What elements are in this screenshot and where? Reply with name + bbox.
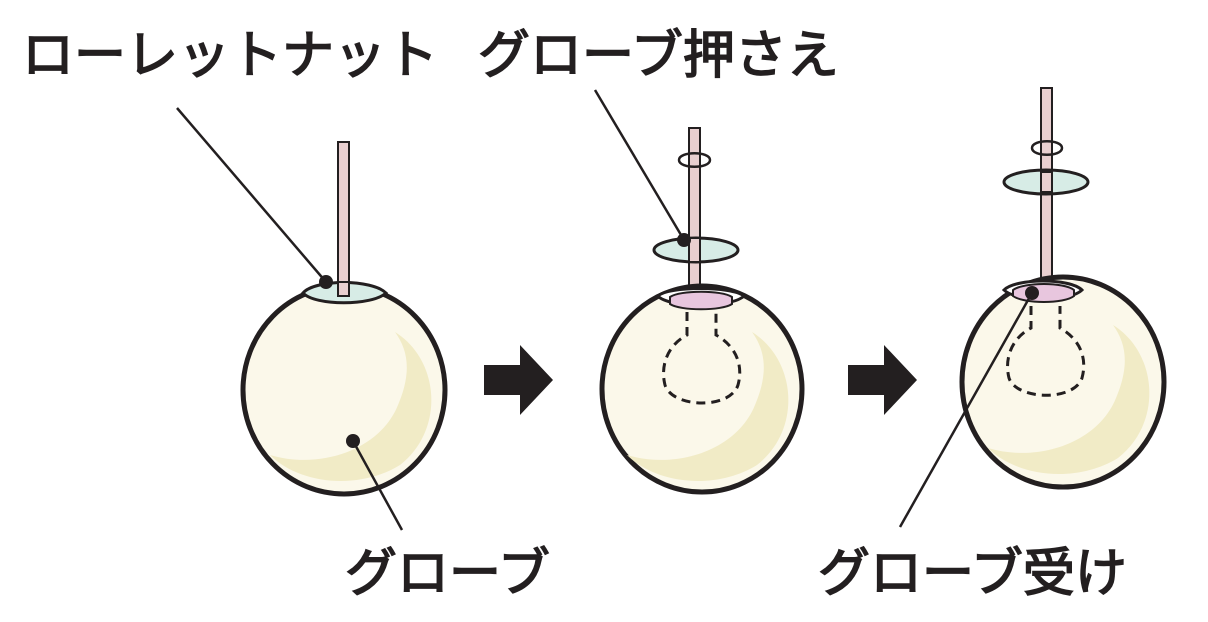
step-1-rod xyxy=(337,141,350,295)
leader-line-globe-holder xyxy=(593,89,686,241)
step-1-globe-shade xyxy=(270,332,432,482)
step-2-holder-loosened xyxy=(599,127,805,495)
step-2-globe-seat xyxy=(669,290,733,311)
step-3-globe-seat xyxy=(1012,283,1075,303)
step-2-globe-shade xyxy=(627,332,789,482)
step-3-bulb-dashed xyxy=(1006,306,1086,397)
arrow-right-icon xyxy=(484,345,553,415)
step-1-assembled xyxy=(240,141,448,497)
label-globe-seat: グローブ受け xyxy=(818,544,1127,604)
leader-line-globe-seat xyxy=(898,292,1034,528)
step-3-seat-exposed xyxy=(959,87,1167,490)
step-2-bulb-dashed xyxy=(662,312,742,405)
label-globe-holder: グローブ押さえ xyxy=(478,26,839,86)
label-globe: グローブ xyxy=(345,544,550,604)
leader-line-globe xyxy=(351,440,404,531)
leader-line-knurled-nut xyxy=(176,107,327,283)
label-knurled-nut: ローレットナット xyxy=(22,26,439,86)
arrow-right-icon xyxy=(848,345,917,415)
step-3-globe-shade xyxy=(988,325,1150,475)
step-2-rod xyxy=(688,127,701,309)
